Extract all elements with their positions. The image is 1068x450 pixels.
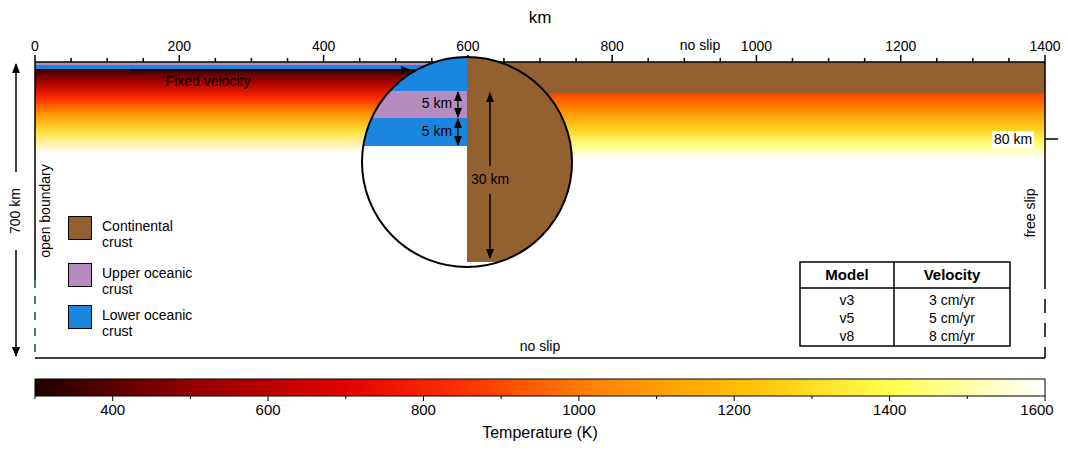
table-cell: v5	[840, 311, 855, 326]
table-cell: 5 cm/yr	[929, 311, 975, 326]
tick-label: 800	[600, 39, 623, 54]
legend-text: Continental crust	[102, 218, 202, 250]
legend-swatch	[68, 263, 92, 287]
colorbar-label: 1000	[562, 402, 595, 419]
legend-swatch	[68, 305, 92, 329]
table-header: Velocity	[924, 267, 981, 284]
dimension-label: 700 km	[7, 186, 24, 236]
legend-text: Lower oceanic crust	[102, 307, 202, 339]
colorbar-label: 1200	[718, 402, 751, 419]
boundary-label: no slip	[520, 339, 560, 354]
dimension-label: 30 km	[471, 172, 509, 187]
tick-label: 1000	[741, 39, 772, 54]
tick-label: 0	[31, 39, 39, 54]
boundary-label: no slip	[680, 38, 720, 53]
colorbar-label: 800	[411, 402, 436, 419]
tick-label: 200	[168, 39, 191, 54]
tick-label: 600	[456, 39, 479, 54]
colorbar-title: Temperature (K)	[482, 424, 598, 442]
boundary-label: free slip	[1022, 186, 1039, 239]
colorbar-label: 1400	[873, 402, 906, 419]
velocity-label: Fixed velocity	[166, 74, 251, 89]
table-cell: 8 cm/yr	[929, 329, 975, 344]
colorbar-label: 600	[256, 402, 281, 419]
tick-label: 1200	[885, 39, 916, 54]
dimension-label: 5 km	[422, 124, 452, 139]
legend-swatch	[68, 216, 92, 240]
legend-text: Upper oceanic crust	[102, 265, 202, 297]
table-cell: 3 cm/yr	[929, 293, 975, 308]
axis-title: km	[529, 9, 552, 28]
tick-label: 400	[312, 39, 335, 54]
table-cell: v3	[840, 293, 855, 308]
depth-label: 80 km	[992, 131, 1034, 148]
colorbar-label: 400	[100, 402, 125, 419]
table-cell: v8	[840, 329, 855, 344]
dimension-label: 5 km	[422, 96, 452, 111]
table-header: Model	[825, 267, 868, 284]
tick-label: 1400	[1029, 39, 1060, 54]
boundary-label: open boundary	[38, 164, 53, 257]
colorbar-label: 1600	[1020, 402, 1053, 419]
